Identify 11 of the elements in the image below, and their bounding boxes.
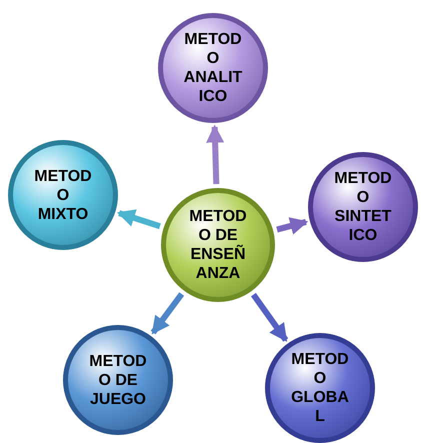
arrow bbox=[250, 292, 288, 342]
arrow bbox=[150, 292, 184, 335]
arrow bbox=[206, 124, 224, 184]
arrow bbox=[116, 209, 161, 230]
arrow bbox=[276, 217, 308, 235]
node-label: METOD O ANALIT ICO bbox=[182, 30, 244, 106]
node-label: METOD O DE JUEGO bbox=[88, 352, 148, 408]
node-label: METOD O MIXTO bbox=[33, 166, 93, 224]
node-label: METOD O DE ENSEÑ ANZA bbox=[188, 207, 248, 283]
node-label: METOD O GLOBA L bbox=[290, 350, 350, 426]
node-label: METOD O SINTET ICO bbox=[333, 169, 393, 245]
